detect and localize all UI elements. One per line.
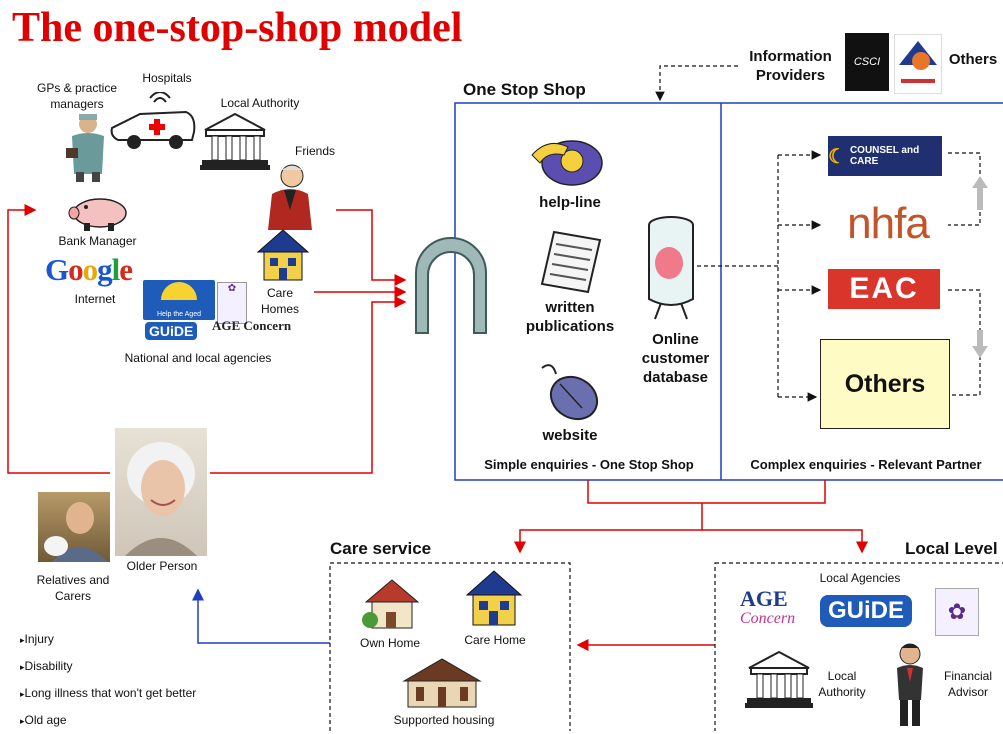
relatives-label: Relatives and Carers [36,573,110,603]
publications-label: written publications [525,299,615,335]
info-providers-label: Information Providers [749,48,832,84]
mouse-icon [541,364,599,421]
care-home-icon [465,570,523,626]
conditions-list: Injury Disability Long illness that won'… [20,626,197,734]
page-title: The one-stop-shop model [12,5,463,51]
newspaper-icon [540,230,602,294]
agencies-label: National and local agencies [124,351,272,365]
doctor-icon [66,114,104,182]
care-homes-label: Care Homes [260,286,299,316]
complex-enquiries-label: Complex enquiries - Relevant Partner [750,457,982,472]
guide-logo: GUiDE [820,595,913,627]
age-concern-logo: AGE Concern [740,586,796,628]
friends-label: Friends [294,144,335,158]
condition-item: Long illness that won't get better [20,680,197,707]
older-person-photo [115,428,207,556]
condition-item: Injury [20,626,196,653]
supported-housing-icon [402,658,482,708]
advisor-icon [897,643,923,726]
financial-advisor-label: Financial Advisor [943,669,993,699]
counsel-and-care-logo: ☾COUNSEL and CARE [828,136,942,176]
others-partner-box: Others [820,339,950,429]
others-provider-label: Others [948,51,998,68]
nhfa-logo: nhfa [847,199,930,248]
guide-logo-small: GUiDE [145,322,198,340]
own-home-label: Own Home [359,636,421,650]
town-hall-icon [200,112,270,170]
gps-label: GPs & practice managers [36,81,118,111]
help-the-aged-logo: Help the Aged [143,280,215,320]
helpline-label: help-line [539,194,601,211]
simple-enquiries-label: Simple enquiries - One Stop Shop [484,457,694,472]
care-service-title: Care service [330,539,432,558]
local-agencies-label: Local Agencies [819,571,901,585]
google-logo: Google [45,252,133,287]
local-authority-label: Local Authority [818,669,866,699]
arch-icon [415,237,487,334]
piggy-bank-icon [68,198,127,231]
supported-housing-label: Supported housing [393,713,495,727]
hospitals-label: Hospitals [142,71,192,85]
website-label: website [542,427,598,444]
local-agency-logo: ✿ [217,282,247,324]
one-stop-shop-title: One Stop Shop [463,80,586,99]
condition-item: Old age [20,707,196,734]
local-authority-label: Local Authority [220,96,300,110]
age-concern-logo-small: AGE Concern [212,318,292,333]
own-home-icon [362,579,420,629]
friend-icon [268,164,312,230]
provider-logo [894,34,942,94]
older-person-label: Older Person [126,559,198,573]
care-home-icon [256,229,310,281]
bank-manager-label: Bank Manager [58,234,137,248]
local-agency-logo: ✿ [935,588,979,636]
csci-logo: CSCI [845,33,889,91]
database-icon [648,216,694,320]
relatives-photo [38,492,110,562]
condition-item: Disability [20,653,196,680]
town-hall-icon [745,650,813,708]
local-level-title: Local Level [905,539,998,558]
database-label: Online customer database [641,331,710,386]
telephone-icon [531,140,603,186]
eac-logo: EAC [828,269,940,309]
internet-label: Internet [74,292,116,306]
care-home-label: Care Home [464,633,526,647]
ambulance-icon [110,92,196,149]
